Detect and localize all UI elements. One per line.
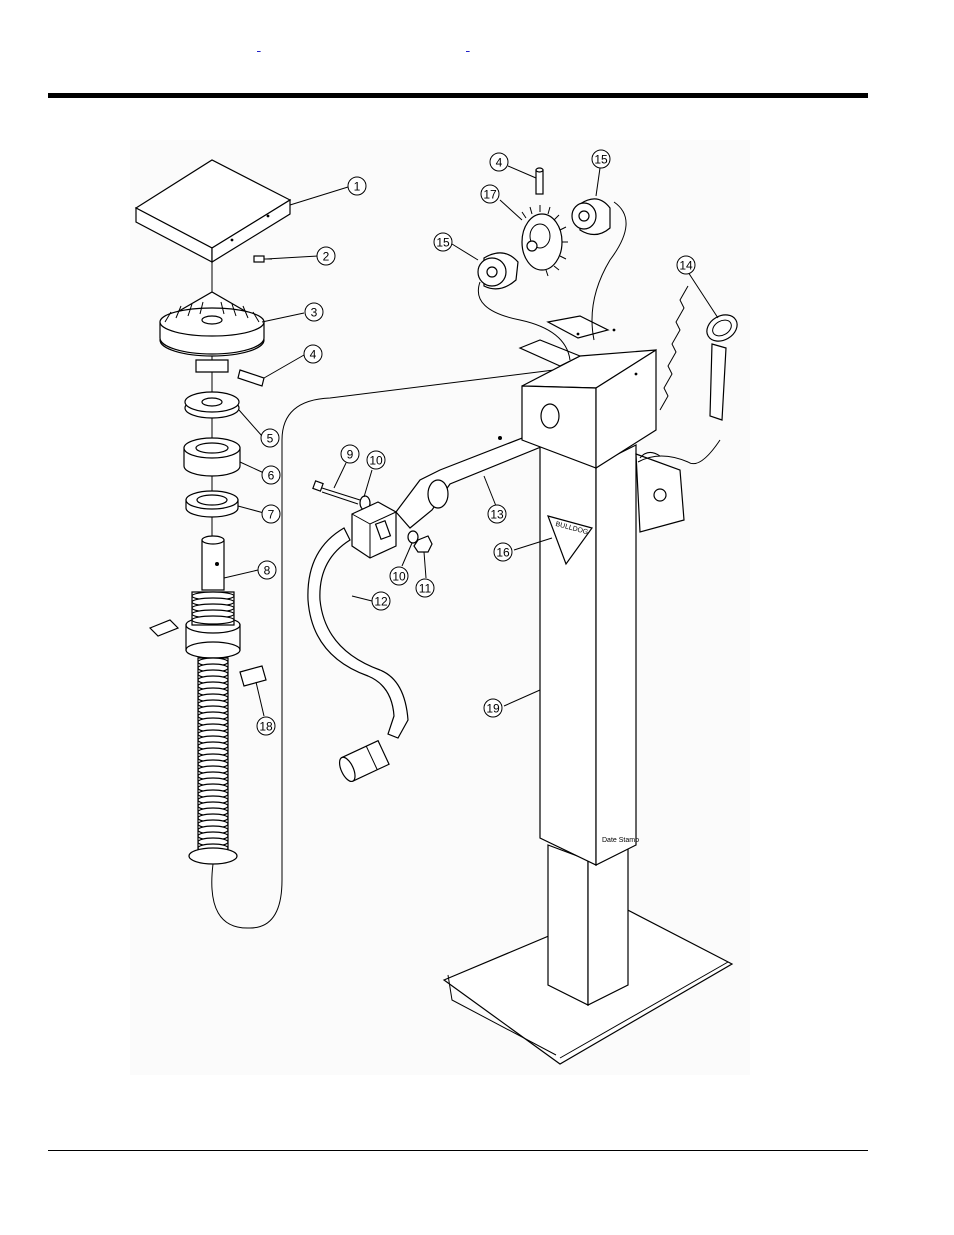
callout-label: 9: [347, 448, 354, 462]
callout-label: 2: [323, 250, 330, 264]
callout-label: 4: [496, 156, 503, 170]
part-bolt: [312, 480, 361, 505]
callout-circle: [316, 246, 336, 266]
part-washer-lower: [407, 530, 419, 544]
callout-c16: 16: [493, 542, 513, 562]
callout-c3: 3: [304, 302, 324, 322]
callout-label: 17: [483, 188, 497, 202]
callout-c11: 11: [415, 578, 435, 598]
leader-lines: [223, 165, 719, 717]
part-clevis-block: [351, 501, 397, 559]
callout-c8: 8: [257, 560, 277, 580]
callout-circle: [256, 716, 276, 736]
callout-circle: [433, 232, 453, 252]
part-hitch-pin-chain: [637, 285, 738, 465]
callout-c4b: 4: [489, 152, 509, 172]
callout-label: 10: [369, 454, 383, 468]
callout-c7: 7: [261, 504, 281, 524]
callout-c9: 9: [340, 444, 360, 464]
callout-circle: [260, 428, 280, 448]
callout-circle: [257, 560, 277, 580]
callout-circle: [415, 578, 435, 598]
callout-circle: [480, 184, 500, 204]
callout-label: 10: [392, 570, 406, 584]
callout-label: 6: [268, 469, 275, 483]
callout-c6: 6: [261, 465, 281, 485]
part-bearing: [183, 437, 241, 477]
callout-label: 18: [259, 720, 273, 734]
part-mount-bracket: [635, 452, 685, 533]
callout-c18: 18: [256, 716, 276, 736]
header-rule: [48, 93, 868, 98]
callout-circle: [303, 344, 323, 364]
callout-c4a: 4: [303, 344, 323, 364]
part-thrust-washer: [184, 391, 240, 419]
part-screw-shaft: [185, 535, 241, 865]
footer-rule: [48, 1150, 868, 1151]
callout-label: 12: [374, 595, 388, 609]
callout-circle: [371, 591, 391, 611]
callout-circle: [591, 149, 611, 169]
callout-c14: 14: [676, 255, 696, 275]
callout-circle: [389, 566, 409, 586]
callout-c19: 19: [483, 698, 503, 718]
part-crank-handle: [307, 527, 409, 783]
callout-circle: [340, 444, 360, 464]
part-nut: [413, 535, 433, 553]
callout-circle: [676, 255, 696, 275]
callout-label: 7: [268, 508, 275, 522]
callout-circle: [304, 302, 324, 322]
callout-label: 15: [436, 236, 450, 250]
callout-label: 8: [264, 564, 271, 578]
callout-c12: 12: [371, 591, 391, 611]
callout-c10b: 10: [389, 566, 409, 586]
callout-c5: 5: [260, 428, 280, 448]
callout-label: 16: [496, 546, 510, 560]
callout-label: 5: [267, 432, 274, 446]
part-outer-tube: Date Stamp: [539, 433, 639, 866]
callout-circle: [489, 152, 509, 172]
callout-c10a: 10: [366, 450, 386, 470]
callout-circle: [261, 504, 281, 524]
part-pinion-gear: [521, 205, 568, 277]
part-gear-housing: [518, 315, 657, 470]
callout-c15b: 15: [591, 149, 611, 169]
part-crank-shaft: [395, 427, 559, 529]
callout-c13: 13: [487, 504, 507, 524]
decal-brand-triangle: BULLDOG: [547, 515, 593, 566]
callout-label: 14: [679, 259, 693, 273]
svg-text:Date Stamp: Date Stamp: [602, 837, 639, 844]
part-top-plate: [134, 159, 292, 264]
callout-c2: 2: [316, 246, 336, 266]
callout-label: 13: [490, 508, 504, 522]
callout-label: 4: [310, 348, 317, 362]
callout-label: 3: [311, 306, 318, 320]
callout-circle: [493, 542, 513, 562]
callout-circle: [487, 504, 507, 524]
callout-c1: 1: [347, 176, 367, 196]
callout-label: 11: [419, 582, 432, 596]
part-roll-pin-right: [535, 167, 544, 195]
callout-circle: [347, 176, 367, 196]
callout-circle: [366, 450, 386, 470]
callout-label: 19: [486, 702, 500, 716]
callout-label: 15: [594, 153, 608, 167]
part-roll-pin-left: [237, 369, 265, 387]
part-bearing-cup: [185, 490, 239, 518]
callout-c17: 17: [480, 184, 500, 204]
callout-circle: [483, 698, 503, 718]
part-bushing-left: [477, 252, 519, 290]
callout-circle: [261, 465, 281, 485]
callout-c15a: 15: [433, 232, 453, 252]
callout-label: 1: [354, 180, 361, 194]
part-inner-tube: [547, 839, 629, 1006]
part-keys: [148, 619, 267, 687]
part-bushing-right: [571, 198, 611, 236]
part-bevel-gear: [159, 291, 265, 373]
